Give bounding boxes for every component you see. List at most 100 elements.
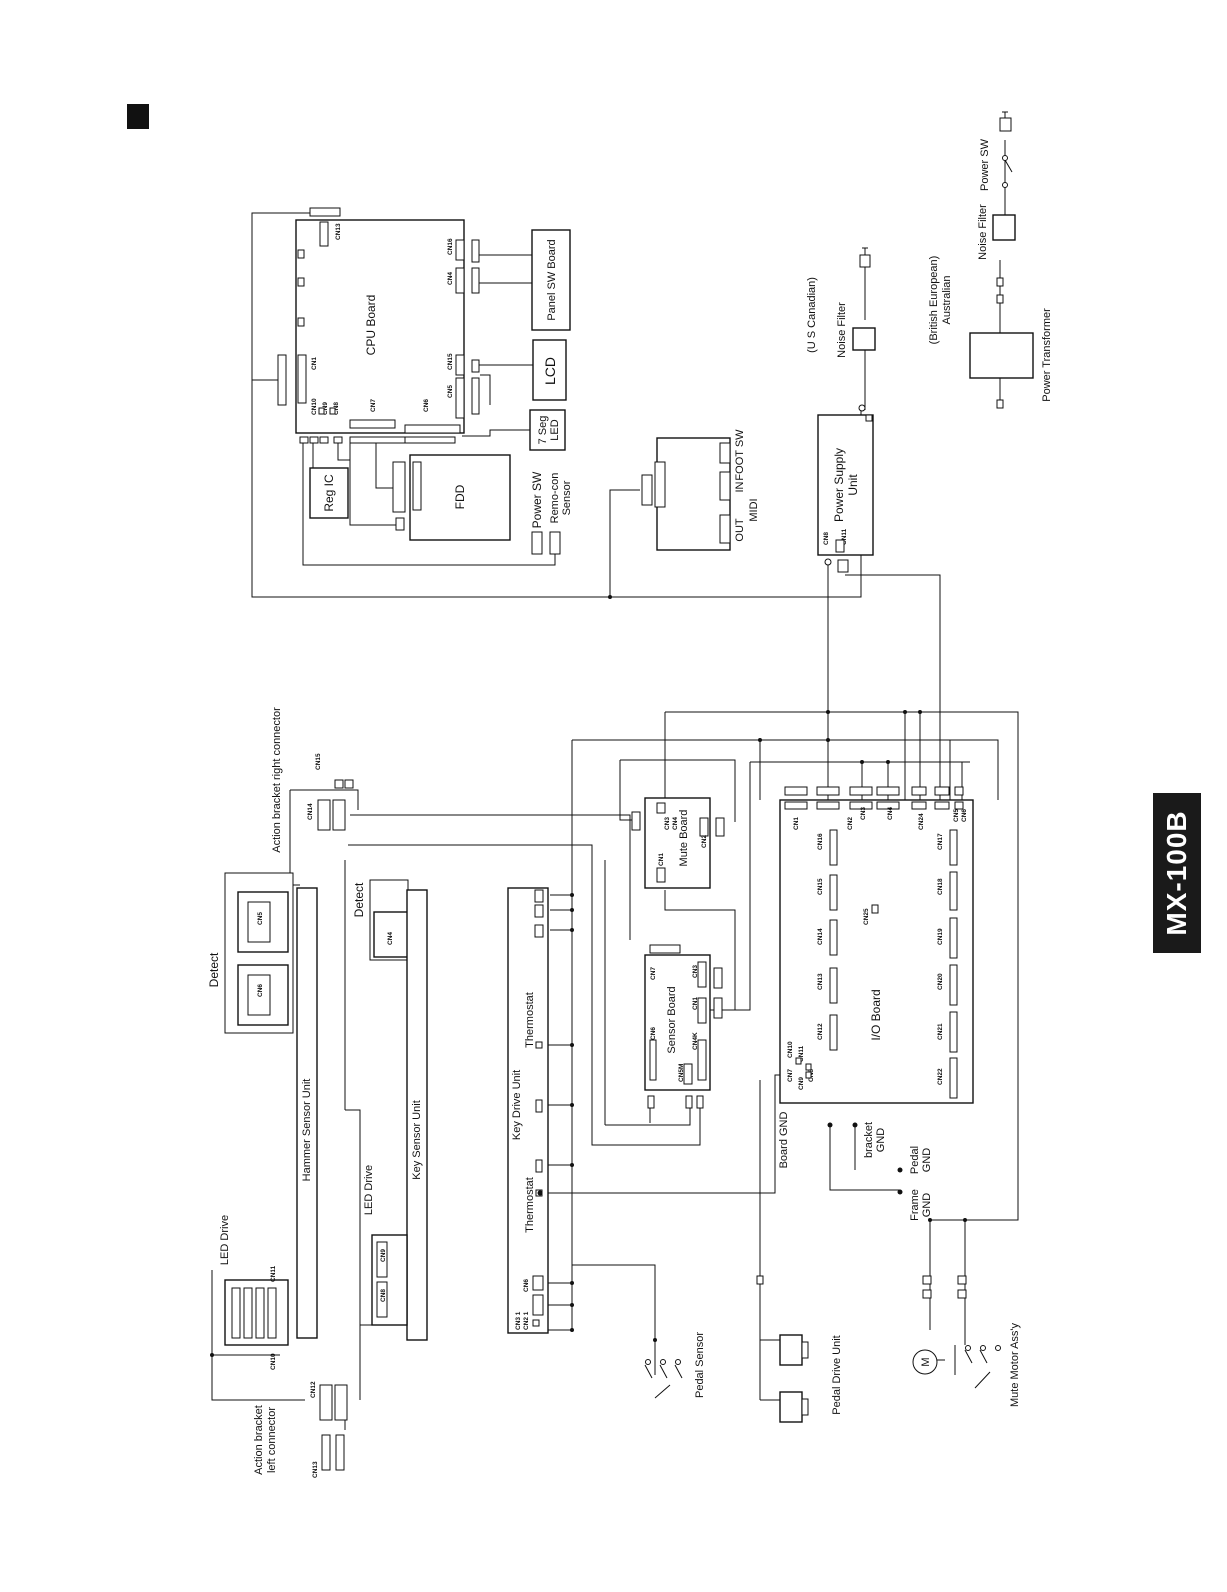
thermostat-label-2: Thermostat [524,1177,536,1233]
cpu-cn1-label: CN1 [311,357,318,370]
kd-cn6-block [532,1275,544,1291]
cpu-cn15-block [455,354,465,376]
junction-dot [570,1328,574,1332]
abr-cn15-pad-2 [344,779,354,789]
io-cn11-pad [805,1063,812,1071]
eu-switch-contact-2 [1002,182,1008,188]
cpu-cn10-label: CN10 [311,398,318,415]
remocon-label-2: Sensor [561,480,573,515]
sb-cn3-block [697,961,707,988]
cpu-cn1-cable [277,354,287,406]
junction-dot [860,760,864,764]
io-cn18-block [949,871,958,911]
midi-out-label: OUT [734,518,746,542]
hammer-sensor-unit [296,887,318,1339]
key-sensor-group: Detect CN4 Key Sensor Unit LED Drive CN9… [352,879,428,1341]
abl-cn13-block-1 [321,1434,331,1471]
sb-cn3-label: CN3 [692,965,699,978]
io-cn12-label: CN12 [817,1023,824,1040]
ks-cn4-module [373,911,410,958]
panel-sw-board [531,229,571,331]
abr-cn15-label: CN15 [315,753,322,770]
us-plug-pin [862,247,868,255]
junction-dots [210,595,967,1357]
pedal-gnd-terminal [897,1167,903,1173]
hammer-sensor-group: Detect CN5 CN6 Hammer Sensor Unit LED Dr… [207,872,318,1370]
panel-sw-board-group: Panel SW Board [531,229,571,331]
io-cn5-label: CN5 [953,809,960,822]
power-transformer-label: Power Transformer [1041,308,1053,402]
fdd-label: FDD [453,484,467,509]
board-gnd-label: Board GND [778,1112,790,1169]
motor-symbol [912,1349,938,1375]
action-bracket-right: Action bracket right connector CN15 CN14 [271,707,354,853]
wire-pedal-gnd [829,1125,900,1191]
cpu-cn4-label: CN4 [447,272,454,285]
abr-cn14-block-2 [332,799,346,831]
lcd-plug [471,359,480,373]
reg-ic-label: Reg IC [322,474,336,512]
kd-thermo-pad-1 [535,1041,543,1049]
io-cn15-block [829,874,838,911]
io-cn3-top [849,786,873,796]
io-cn3-label: CN3 [860,807,867,820]
ks-cn8-label: CN8 [380,1289,387,1302]
hs-led-bar-1 [231,1287,241,1339]
action-left-label-2: left connector [266,1407,278,1473]
io-cn2-top [816,786,840,796]
seven-seg-group: 7 Seg LED [529,409,566,451]
mute-plug-2 [957,1289,967,1299]
sensor-board-group: Sensor Board CN7 CN3 CN6 CN1 CN4K CN5M [644,944,723,1109]
sb-plug-cn6 [647,1095,655,1109]
kd-cn3-block [532,1294,544,1316]
mb-cn2-label: CN2 [701,835,708,848]
io-cn20-block [949,964,958,1006]
io-cn1-block [784,801,808,810]
british-label-1: (British European) [928,256,940,345]
kd-cn2-pad [532,1319,540,1327]
ks-cn9-label: CN9 [380,1249,387,1262]
pedal-sensor-label: Pedal Sensor [694,1332,706,1398]
foot-sw-jack [719,442,731,464]
mute-board [644,797,711,889]
hs-cn6-inner [247,974,271,1016]
cpu-bottom-pad-2 [309,436,319,444]
mute-contact-3 [995,1345,1001,1351]
junction-dot [570,1303,574,1307]
junction-dot [826,738,830,742]
sb-cn6-label: CN6 [650,1027,657,1040]
eu-plug-pin [1002,111,1008,118]
io-cn16-label: CN16 [817,833,824,850]
fdd-cable [392,461,406,513]
foot-sw-label: FOOT SW [734,429,746,481]
eu-switch-symbol [1004,159,1013,182]
kd-pad-2 [535,1099,543,1113]
sensor-top-connector [649,944,681,954]
action-bracket-right-label: Action bracket right connector [271,707,283,853]
io-cn24-top [911,786,927,796]
reg-ic-group: Reg IC [309,467,349,519]
power-sw-left-label: Power SW [530,471,544,528]
wire-ks-sensor [348,844,701,1146]
mute-board-group: Mute Board CN3 CN4 CN1 CN2 [631,797,725,889]
junction-dot [886,760,890,764]
reg-ic-box [309,467,349,519]
mb-cn1-label: CN1 [658,853,665,866]
io-cn6-block [954,801,964,810]
io-cn25-label: CN25 [863,908,870,925]
wire-7seg [462,429,530,437]
cpu-board [295,219,465,434]
wire-pedal-drive [759,1080,780,1401]
psu-top-pad [865,414,873,422]
mb-cn2-plug [715,817,725,837]
wire-abr-hammer [289,790,300,886]
cpu-cn4-block [455,267,465,294]
wire-mute-1 [619,760,632,821]
cpu-board-label: CPU Board [364,295,378,356]
cpu-cn9-label: CN9 [322,402,329,415]
io-cn12-block [829,1014,838,1051]
pedal-gnd-node [827,1122,833,1128]
wire-io-sensor [710,762,751,1011]
sb-plug-cn5m [685,1095,693,1109]
cpu-cn7-cable [349,436,411,444]
